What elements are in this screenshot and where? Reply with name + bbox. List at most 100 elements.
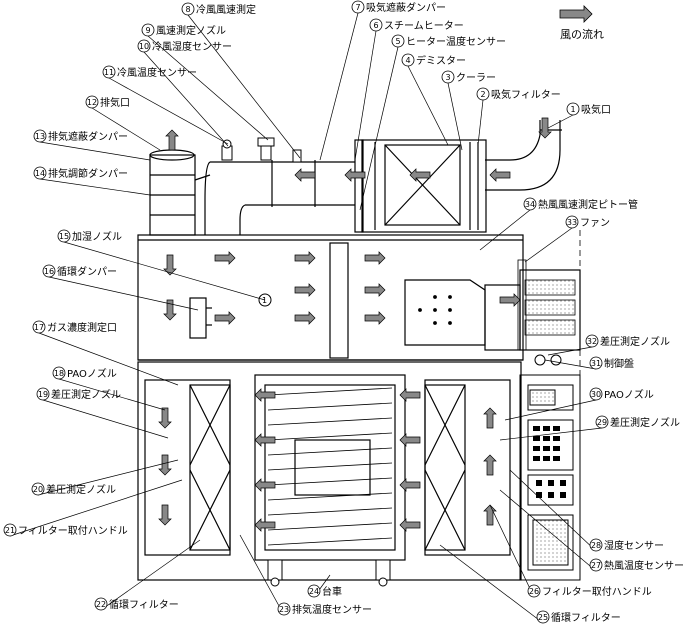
callout-leader-line bbox=[58, 378, 166, 411]
airflow-arrow-icon bbox=[294, 311, 316, 325]
callout-5: 5 ヒーター温度センサー bbox=[359, 34, 506, 211]
airflow-arrow-icon bbox=[158, 504, 172, 526]
callout-number: 10 bbox=[139, 42, 149, 51]
callout-label: 熱風温度センサー bbox=[604, 559, 684, 572]
airflow-arrow-icon bbox=[158, 407, 172, 429]
callout-label: スチームヒーター bbox=[384, 20, 464, 32]
airflow-arrow-icon bbox=[483, 407, 497, 429]
callout-label: 差圧測定ノズル bbox=[600, 335, 670, 348]
callout-number-circle bbox=[52, 366, 66, 380]
callout-leader-line bbox=[239, 534, 285, 616]
airflow-arrow-icon bbox=[165, 129, 179, 151]
callout-number-circle bbox=[141, 23, 155, 37]
callout-number: 15 bbox=[59, 232, 69, 241]
callout-leader-line bbox=[499, 489, 597, 572]
callout-leader-line bbox=[479, 209, 531, 251]
callout-number: 34 bbox=[525, 200, 535, 209]
airflow-arrow-icon bbox=[399, 433, 421, 447]
airflow-arrow-icon bbox=[254, 433, 276, 447]
airflow-arrow-icon bbox=[499, 293, 521, 307]
callout-number: 5 bbox=[395, 37, 400, 46]
callout-number: 19 bbox=[38, 390, 48, 399]
control-panel-buttons bbox=[533, 426, 566, 498]
callout-number: 14 bbox=[35, 169, 45, 178]
callout-label: 吸気遮蔽ダンパー bbox=[366, 1, 446, 14]
rack-trays bbox=[267, 387, 393, 546]
callout-number-circle bbox=[565, 215, 579, 229]
callout-number: 2 bbox=[480, 90, 485, 99]
callout-leader-line bbox=[42, 399, 169, 439]
callout-number: 11 bbox=[104, 68, 114, 77]
callout-number: 20 bbox=[33, 485, 43, 494]
callout-label: 台車 bbox=[322, 585, 342, 598]
callout-leader-line bbox=[38, 332, 179, 386]
callout-number: 4 bbox=[405, 56, 410, 65]
callout-number-circle bbox=[31, 482, 45, 496]
callout-number-circle bbox=[441, 70, 455, 84]
control-panel bbox=[519, 354, 581, 581]
callout-label: フィルター取付ハンドル bbox=[542, 585, 652, 598]
callout-number-circle bbox=[57, 229, 71, 243]
airflow-arrow-icon bbox=[399, 518, 421, 532]
airflow-arrow-icon bbox=[294, 283, 316, 297]
callout-number-circle bbox=[401, 53, 415, 67]
callout-number-circle bbox=[351, 0, 365, 14]
airflow-arrow-icon bbox=[254, 518, 276, 532]
callout-number-circle bbox=[585, 334, 599, 348]
callout-label: ヒーター温度センサー bbox=[406, 35, 506, 48]
airflow-arrow-icon bbox=[399, 388, 421, 402]
callout-number: 26 bbox=[529, 587, 539, 596]
callout-number-circle bbox=[3, 523, 17, 537]
callout-number: 17 bbox=[34, 323, 44, 332]
callout-label: デミスター bbox=[416, 54, 466, 67]
callout-label: 排気調節ダンパー bbox=[48, 167, 128, 180]
callout-number-circle bbox=[595, 415, 609, 429]
callout-label: 冷風湿度センサー bbox=[152, 40, 232, 53]
callout-leader-line bbox=[187, 14, 301, 159]
callout-number-circle bbox=[42, 264, 56, 278]
callout-number-circle bbox=[307, 584, 321, 598]
airflow-arrow-icon bbox=[364, 283, 386, 297]
airflow-arrow-icon bbox=[163, 299, 177, 321]
callout-number: 8 bbox=[185, 5, 190, 14]
callout-label: 循環フィルター bbox=[109, 598, 179, 611]
callout-label: 吸気口 bbox=[581, 103, 611, 116]
callout-number-circle bbox=[181, 2, 195, 16]
callout-leader-line bbox=[407, 65, 449, 146]
callout-number-circle bbox=[536, 610, 550, 624]
callout-label: 加湿ノズル bbox=[72, 230, 122, 243]
callout-label: 循環フィルター bbox=[551, 611, 621, 624]
airflow-arrow-icon bbox=[489, 168, 511, 182]
callout-number-circle bbox=[33, 166, 47, 180]
callout-number-circle bbox=[476, 87, 490, 101]
humidifier-marker-text: 1 bbox=[262, 296, 267, 305]
callout-number-circle bbox=[369, 18, 383, 32]
callout-number: 24 bbox=[309, 587, 319, 596]
legend: 風の流れ bbox=[559, 5, 604, 41]
callout-label: 排気遮蔽ダンパー bbox=[48, 130, 128, 143]
callout-4: 4 デミスター bbox=[401, 53, 466, 146]
callout-number: 21 bbox=[5, 526, 15, 535]
callout-number-circle bbox=[523, 197, 537, 211]
callout-leader-line bbox=[524, 227, 573, 263]
airflow-arrow-icon bbox=[158, 454, 172, 476]
airflow-arrow-icon bbox=[294, 251, 316, 265]
callout-number-circle bbox=[589, 387, 603, 401]
callout-leader-line bbox=[63, 241, 266, 301]
callout-number-circle bbox=[33, 129, 47, 143]
callout-leader-line bbox=[359, 46, 399, 211]
callout-label: 吸気フィルター bbox=[491, 88, 561, 101]
callout-leader-line bbox=[509, 469, 597, 552]
callout-number-circle bbox=[589, 538, 603, 552]
